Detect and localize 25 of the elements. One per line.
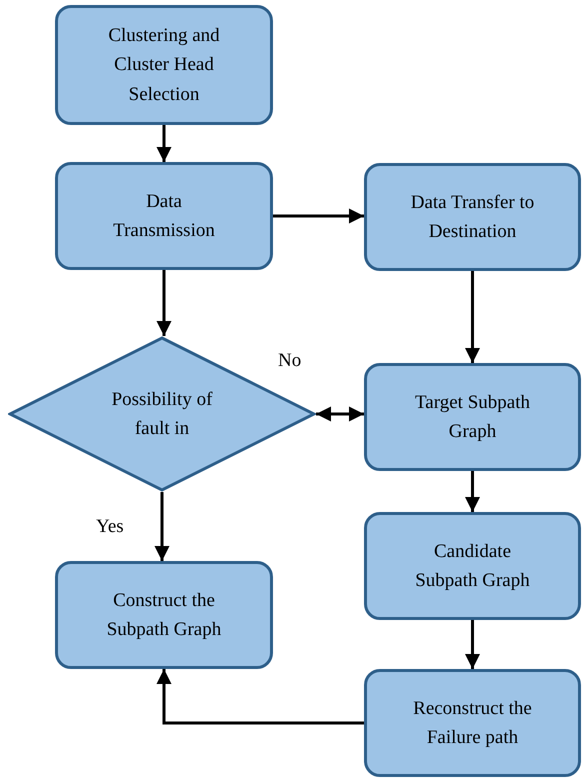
arrow — [154, 492, 170, 561]
node-text: Target Subpath Graph — [414, 390, 531, 444]
node-text: Clustering and Cluster Head Selection — [107, 24, 221, 107]
arrow — [156, 669, 364, 724]
arrow — [273, 208, 364, 224]
process-box — [364, 669, 581, 777]
arrow — [156, 270, 172, 336]
node-text: Data Transfer to Destination — [410, 190, 536, 244]
process-box — [55, 561, 273, 669]
arrow — [465, 271, 480, 363]
arrow — [465, 620, 480, 669]
arrow — [156, 125, 172, 162]
node-text: Construct the Subpath Graph — [106, 588, 222, 642]
process-box — [364, 163, 581, 271]
node-text: Possibility of fault in — [110, 388, 214, 441]
arrow — [316, 406, 364, 422]
node-text: Data Transmission — [112, 190, 216, 243]
process-box — [364, 512, 581, 620]
process-box — [364, 363, 581, 471]
node-text: Candidate Subpath Graph — [414, 540, 531, 593]
decision-diamond — [8, 336, 316, 492]
node-text: Reconstruct the Failure path — [412, 696, 533, 750]
process-box — [55, 162, 273, 270]
process-box — [55, 5, 273, 125]
arrow — [465, 471, 480, 512]
